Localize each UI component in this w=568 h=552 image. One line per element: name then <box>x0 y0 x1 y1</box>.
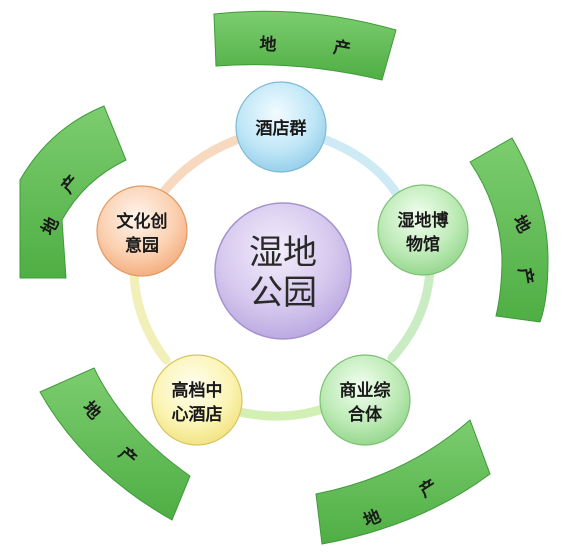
band-left-shape <box>19 105 127 279</box>
node-commercial-complex: 商业综 合体 <box>319 354 411 446</box>
node-wetland-museum-circle <box>377 184 469 276</box>
node-cultural-park: 文化创 意园 <box>96 185 188 277</box>
ring-arc-bottom <box>235 403 331 421</box>
band-top-shape <box>213 10 397 81</box>
band-top-char2: 产 <box>332 37 352 61</box>
node-premium-hotel-line2: 心酒店 <box>172 404 223 425</box>
band-bottom-right: 地 产 <box>315 419 491 545</box>
connection-ring <box>129 135 435 421</box>
node-cultural-park-line1: 文化创 <box>117 211 168 232</box>
ring-arc-left <box>129 263 171 365</box>
center-label-line2: 公园 <box>249 273 317 313</box>
node-hotel-group: 酒店群 <box>235 81 327 173</box>
band-bottom-right-shape <box>315 419 491 545</box>
ring-arc-right <box>387 263 435 363</box>
center-circle <box>214 202 352 340</box>
node-commercial-complex-circle <box>319 354 411 446</box>
band-top-char1: 地 <box>259 33 277 55</box>
band-left: 地 产 <box>19 105 127 279</box>
ring-arc-top-right <box>321 135 403 201</box>
node-premium-hotel: 高档中 心酒店 <box>151 354 243 446</box>
band-bottom-right-char1: 地 <box>360 506 384 532</box>
node-cultural-park-circle <box>96 185 188 277</box>
band-right-char2: 产 <box>514 266 538 286</box>
band-bottom-left: 地 产 <box>39 367 191 521</box>
band-right-shape <box>469 137 549 323</box>
node-premium-hotel-line1: 高档中 <box>172 380 223 401</box>
center-label-line1: 湿地 <box>249 233 317 273</box>
band-top: 地 产 <box>213 10 397 81</box>
node-commercial-complex-line2: 合体 <box>348 404 383 425</box>
node-premium-hotel-circle <box>151 354 243 446</box>
node-hotel-group-circle <box>235 81 327 173</box>
band-right: 地 产 <box>469 137 549 323</box>
node-commercial-complex-line1: 商业综 <box>340 380 391 401</box>
ring-arc-top-left <box>157 135 241 199</box>
node-wetland-museum: 湿地博 物馆 <box>377 184 469 276</box>
node-hotel-group-label: 酒店群 <box>256 118 307 139</box>
node-wetland-museum-line2: 物馆 <box>406 234 440 255</box>
node-wetland-museum-line1: 湿地博 <box>398 210 449 231</box>
center-node: 湿地 公园 <box>214 202 352 340</box>
band-bottom-left-shape <box>39 367 191 521</box>
node-cultural-park-line2: 意园 <box>125 235 159 256</box>
